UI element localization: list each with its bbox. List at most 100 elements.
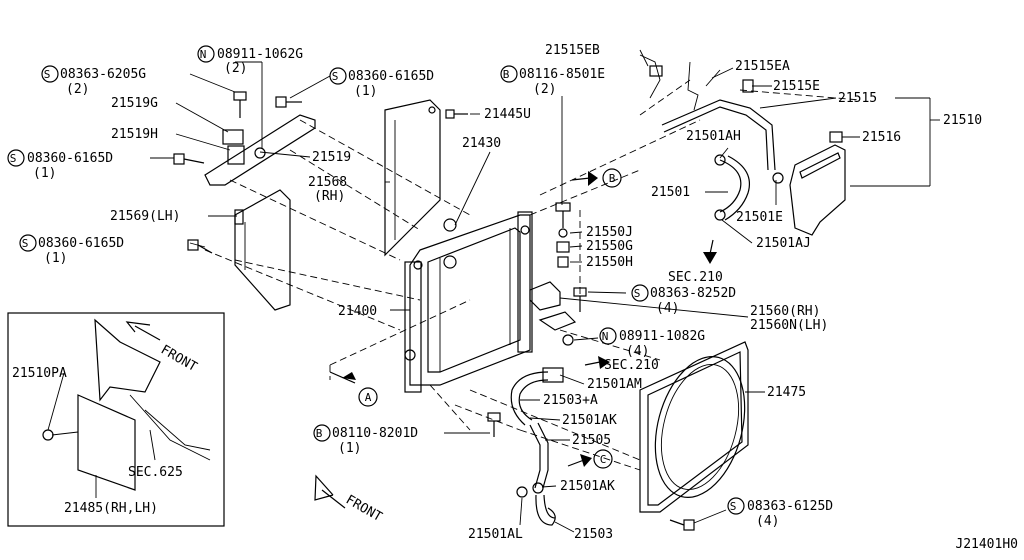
reservoir-tank-21510 [772,131,846,236]
label-08360-6165D-c: 08360-6165D [38,236,124,251]
bracket-21519 [204,114,316,186]
label-21501: 21501 [651,185,690,200]
label-08360-6165D-b: 08360-6165D [27,151,113,166]
label-21515EB: 21515EB [545,43,600,58]
label-21501AK-a: 21501AK [562,413,617,428]
label-08110-8201D: 08110-8201D [332,426,418,441]
label-21515EA: 21515EA [735,59,790,74]
label-08363-8252D: 08363-8252D [650,286,736,301]
label-21568: 21568 [308,175,347,190]
label-sec210-a: SEC.210 [668,270,723,285]
label-sec210-b: SEC.210 [604,358,659,373]
badge-nut-1082: N [602,330,609,343]
label-21515: 21515 [838,91,877,106]
label-08360-6165D-a-qty: (1) [354,84,377,99]
pipe-21505 [529,422,549,489]
air-guide-21569 [234,189,291,311]
label-21510PA: 21510PA [12,366,67,381]
label-front-main: FRONT [343,492,385,525]
bolt-stack-21550 [555,202,587,312]
inset-box [7,312,225,527]
hose-21501 [714,154,750,221]
label-08110-8201D-qty: (1) [338,441,361,456]
leader-lines [47,49,940,533]
badge-screw-6165-c: S [22,237,29,250]
label-08911-1062G-qty: (2) [224,61,247,76]
label-21569: 21569(LH) [110,209,180,224]
label-08360-6165D-b-qty: (1) [33,166,56,181]
sensor-harness-21515EB [639,54,663,99]
mount-bracket-21560 [529,281,577,346]
label-21516: 21516 [862,130,901,145]
badge-bolt-8201: B [316,427,323,440]
label-08911-1062G: 08911-1062G [217,47,303,62]
label-21475: 21475 [767,385,806,400]
label-08363-6125D-qty: (4) [756,514,779,529]
label-08363-8252D-qty: (4) [656,301,679,316]
badge-circles [7,45,745,515]
label-21550H: 21550H [586,255,633,270]
hose-21515 [661,99,776,171]
label-21501AL: 21501AL [468,527,523,542]
air-guide-21568 [384,99,441,257]
label-21560NLH: 21560N(LH) [750,318,828,333]
label-21503: 21503 [574,527,613,542]
bolts-left [173,91,468,254]
diagram-id: J21401H0 [955,537,1018,552]
ref-a-letter: A [365,391,372,404]
label-08116-8501E: 08116-8501E [519,67,605,82]
label-08116-qty: (2) [533,82,556,97]
label-21503A: 21503+A [543,393,598,408]
label-21519: 21519 [312,150,351,165]
ref-b-letter: B [609,172,616,185]
harness-21515EA [687,61,721,111]
label-21445U: 21445U [484,107,531,122]
badge-bolt: B [503,68,510,81]
label-sec625: SEC.625 [128,465,183,480]
label-21550J: 21550J [586,225,633,240]
badge-nut-1062: N [200,48,207,61]
label-08363-6205G-qty: (2) [66,82,89,97]
radiator-21400 [404,211,533,393]
label-21501E: 21501E [736,210,783,225]
badge-screw-6205: S [44,68,51,81]
label-21501AH: 21501AH [686,129,741,144]
badge-screw-6165-a: S [332,70,339,83]
label-21501AM: 21501AM [587,377,642,392]
label-08911-1082G-qty: (4) [626,344,649,359]
label-21515E: 21515E [773,79,820,94]
fan-shroud-21475 [639,341,749,513]
label-21519H: 21519H [111,127,158,142]
label-21400: 21400 [338,304,377,319]
arrows [314,171,717,509]
badge-screw-6165-b: S [10,152,17,165]
label-21510: 21510 [943,113,982,128]
label-08911-1082G: 08911-1082G [619,329,705,344]
labels: 21515EB 21515EA 21515E 21515 21510 21516… [10,43,1018,552]
label-08363-6205G: 08363-6205G [60,67,146,82]
label-21501AK-b: 21501AK [560,479,615,494]
label-21485: 21485(RH,LH) [64,501,158,516]
label-21501AJ: 21501AJ [756,236,811,251]
label-08360-6165D-c-qty: (1) [44,251,67,266]
label-front-inset: FRONT [158,342,200,375]
label-21519G: 21519G [111,96,158,111]
label-21430: 21430 [462,136,501,151]
bolt-08110-8201D [487,412,501,437]
badge-screw-6125: S [730,500,737,513]
bolt-08363-6125D [669,519,695,531]
label-08363-6125D: 08363-6125D [747,499,833,514]
hose-21503 [516,482,556,526]
ref-circles [358,168,622,469]
assembly-dash-lines [204,79,861,471]
label-08360-6165D-a: 08360-6165D [348,69,434,84]
label-21568-side: (RH) [314,189,345,204]
label-21550G: 21550G [586,239,633,254]
label-21505: 21505 [572,433,611,448]
ref-c-letter: C [600,453,607,466]
label-21560RH: 21560(RH) [750,304,820,319]
badge-screw-8252: S [634,287,641,300]
hose-21503A [510,367,564,426]
